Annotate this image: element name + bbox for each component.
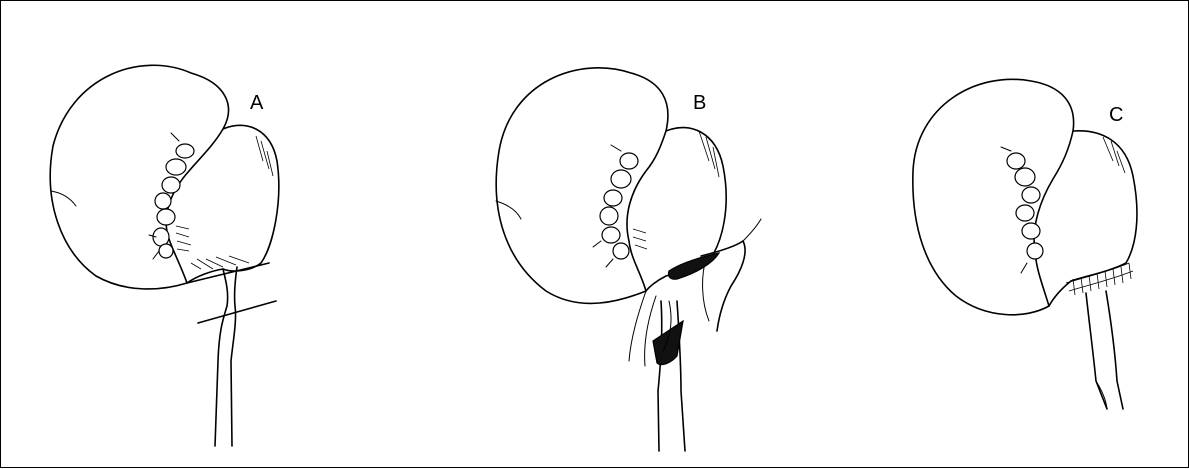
panel-a-ureter [215,267,237,446]
panel-a: A [50,65,279,446]
panel-c: C [913,79,1137,409]
panel-b: B [496,68,761,451]
panel-b-ureter-spatulation [653,321,683,365]
panel-a-incision-upper [187,263,269,283]
panel-c-kidney [913,79,1074,314]
panel-a-label: A [250,92,264,114]
panel-a-renal-pelvis [187,125,279,283]
panel-c-renal-pelvis [1049,131,1137,306]
panel-c-ureter [1086,291,1123,409]
panel-c-label: C [1109,104,1123,126]
panel-a-incision-lower [198,301,276,323]
panel-b-pelvis-opening [668,253,719,279]
panel-a-kidney [50,65,228,289]
panel-c-hilum-vessels [1001,147,1043,273]
panel-b-kidney [496,68,668,304]
panel-b-label: B [693,92,706,114]
